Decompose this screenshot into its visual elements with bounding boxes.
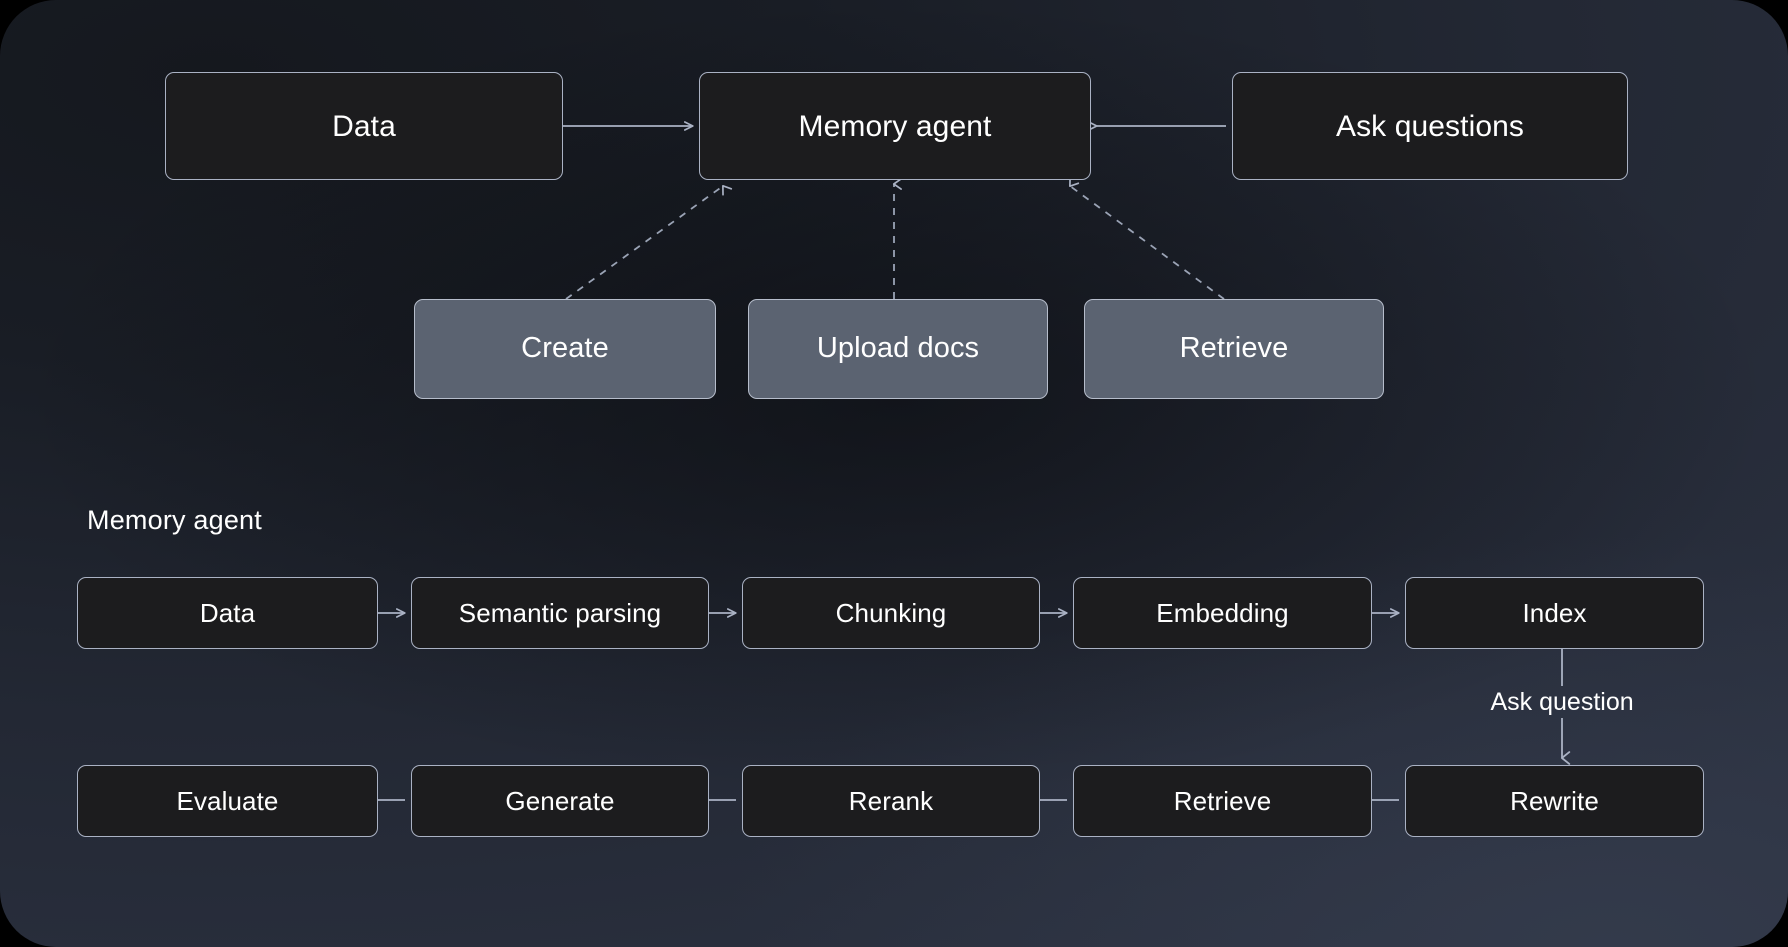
pipeline-section-title: Memory agent: [87, 505, 262, 535]
node-pipeline-evaluate-label: Evaluate: [176, 785, 279, 816]
node-ask-questions-label: Ask questions: [1335, 109, 1525, 143]
node-pipeline-generate[interactable]: Generate: [411, 765, 709, 837]
node-pipeline-rewrite[interactable]: Rewrite: [1405, 765, 1704, 837]
node-data-label: Data: [332, 109, 396, 143]
node-pipeline-chunking-label: Chunking: [835, 597, 947, 628]
node-data[interactable]: Data: [165, 72, 563, 180]
node-pipeline-semantic-parsing-label: Semantic parsing: [458, 597, 662, 628]
node-create-label: Create: [521, 332, 609, 365]
node-pipeline-semantic-parsing[interactable]: Semantic parsing: [411, 577, 709, 649]
node-create[interactable]: Create: [414, 299, 716, 399]
node-pipeline-rerank[interactable]: Rerank: [742, 765, 1040, 837]
node-memory-agent[interactable]: Memory agent: [699, 72, 1091, 180]
node-pipeline-data[interactable]: Data: [77, 577, 378, 649]
node-upload-docs-label: Upload docs: [816, 332, 980, 365]
node-retrieve-label: Retrieve: [1179, 332, 1289, 365]
node-pipeline-embedding-label: Embedding: [1156, 597, 1289, 628]
edge-label-ask-question: Ask question: [1490, 688, 1634, 716]
node-upload-docs[interactable]: Upload docs: [748, 299, 1048, 399]
node-ask-questions[interactable]: Ask questions: [1232, 72, 1628, 180]
node-retrieve[interactable]: Retrieve: [1084, 299, 1384, 399]
node-pipeline-evaluate[interactable]: Evaluate: [77, 765, 378, 837]
node-pipeline-embedding[interactable]: Embedding: [1073, 577, 1372, 649]
edge-create-to-memory-agent: [565, 184, 733, 300]
node-pipeline-index-label: Index: [1522, 597, 1587, 628]
node-pipeline-retrieve-label: Retrieve: [1173, 785, 1272, 816]
node-pipeline-rewrite-label: Rewrite: [1510, 785, 1599, 816]
edge-retrieve-to-memory-agent: [1069, 176, 1225, 300]
node-memory-agent-label: Memory agent: [798, 109, 992, 143]
node-pipeline-generate-label: Generate: [505, 785, 615, 816]
node-pipeline-chunking[interactable]: Chunking: [742, 577, 1040, 649]
node-pipeline-retrieve[interactable]: Retrieve: [1073, 765, 1372, 837]
node-pipeline-data-label: Data: [199, 597, 256, 628]
node-pipeline-index[interactable]: Index: [1405, 577, 1704, 649]
node-pipeline-rerank-label: Rerank: [848, 785, 934, 816]
